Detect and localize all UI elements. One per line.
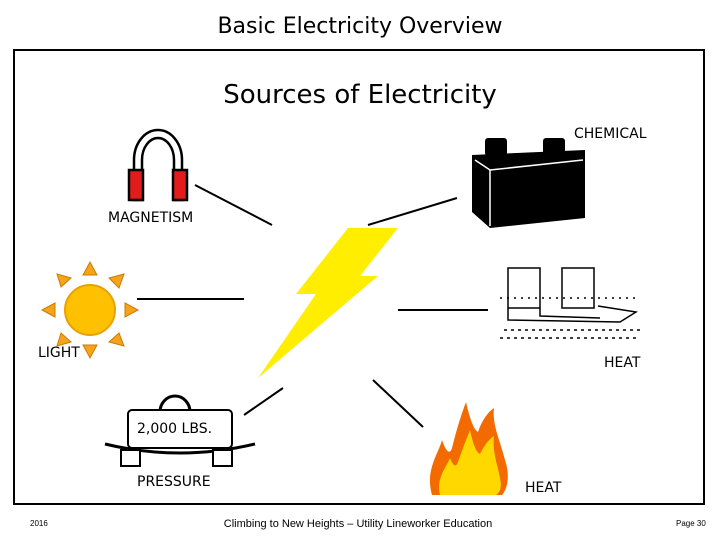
label-magnetism: MAGNETISM bbox=[108, 210, 194, 226]
label-pressure: PRESSURE bbox=[137, 474, 211, 490]
label-heat-right: HEAT bbox=[604, 355, 641, 371]
page-title: Basic Electricity Overview bbox=[217, 14, 503, 39]
battery-icon bbox=[472, 138, 585, 228]
connector-magnetism bbox=[194, 184, 273, 226]
connector-pressure bbox=[243, 387, 284, 416]
label-heat-bottom: HEAT bbox=[525, 480, 562, 496]
thermocouple-icon bbox=[500, 267, 640, 339]
fire-icon bbox=[429, 402, 508, 495]
lightning-bolt-icon bbox=[258, 228, 398, 378]
label-pressure-weight: 2,000 LBS. bbox=[137, 421, 213, 437]
slide-frame bbox=[13, 49, 705, 505]
connector-heat-bottom bbox=[372, 379, 424, 428]
diagram-heading: Sources of Electricity bbox=[223, 80, 497, 110]
label-chemical: CHEMICAL bbox=[574, 126, 647, 142]
sun-icon bbox=[40, 260, 140, 360]
footer-year: 2016 bbox=[30, 519, 48, 528]
connector-chemical bbox=[367, 197, 458, 226]
weight-icon bbox=[104, 394, 256, 467]
label-light: LIGHT bbox=[38, 345, 80, 361]
footer-page-number: Page 30 bbox=[676, 519, 706, 528]
magnet-icon bbox=[127, 128, 189, 202]
footer-title: Climbing to New Heights – Utility Linewo… bbox=[223, 518, 493, 530]
